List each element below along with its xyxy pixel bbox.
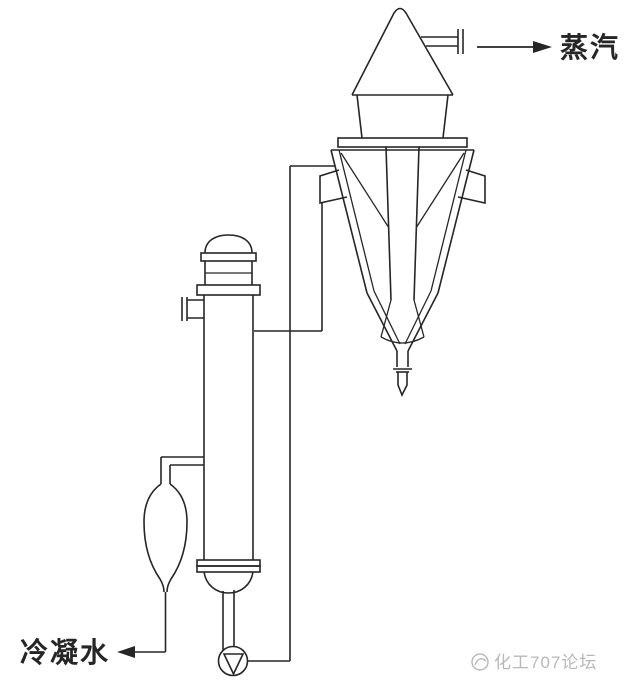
- separator-bottom-cone-right-inner: [404, 290, 432, 345]
- steam-flow-arrow: [477, 41, 552, 53]
- condensate-pot: [135, 483, 188, 653]
- separator-flange: [337, 137, 468, 148]
- circulation-pump: [217, 645, 249, 677]
- separator-inner-cone-left: [340, 152, 390, 229]
- steam-label: 蒸汽: [560, 32, 620, 63]
- column-bottom-flange-upper: [196, 559, 261, 567]
- condensate-drain-pipe: [160, 456, 204, 484]
- watermark-text: 化工707论坛: [494, 653, 597, 672]
- separator-center-funnel-left: [385, 146, 392, 301]
- column-bottom-flange-lower: [196, 565, 261, 573]
- separator-funnel-flare-arc: [380, 336, 425, 344]
- watermark-logo-icon: [471, 653, 489, 671]
- steam-arrow-head-icon: [533, 41, 552, 53]
- column-top-dome: [204, 234, 253, 254]
- separator-wall-left-outer: [330, 149, 368, 294]
- separator-neck-left: [356, 94, 363, 139]
- circulation-pipe-lower: [254, 203, 323, 332]
- separator-wall-right-inner: [430, 149, 467, 292]
- support-bracket-left: [319, 169, 348, 204]
- support-bracket-right: [457, 169, 486, 204]
- condensate-arrow-head-icon: [117, 646, 135, 658]
- product-outlet-tip: [397, 372, 408, 397]
- pump-impeller-icon: [222, 653, 245, 676]
- watermark-logo-swirl-icon: [474, 658, 487, 666]
- column-bottom-head: [203, 571, 254, 594]
- separator-inner-cone-right: [415, 152, 465, 229]
- pot-body-right: [166, 483, 188, 593]
- separator-funnel-flare-right: [413, 299, 425, 338]
- heater-column: [181, 234, 261, 650]
- separator-top-cone: [351, 7, 454, 96]
- pot-body-left: [143, 483, 165, 593]
- separator-wall-right-outer: [437, 149, 475, 294]
- separator-bottom-cone-right: [407, 292, 439, 352]
- condensate-label: 冷凝水: [20, 637, 110, 668]
- separator-funnel-flare-left: [380, 299, 392, 338]
- circulation-pipe-upper: [247, 165, 335, 662]
- steam-outlet-nozzle: [421, 29, 464, 54]
- separator-wall-left-inner: [338, 149, 375, 292]
- column-upper-flange: [200, 252, 257, 262]
- separator-bottom-cone-left-inner: [373, 290, 401, 345]
- separator-neck-right: [442, 94, 449, 139]
- watermark: 化工707论坛: [471, 653, 597, 672]
- condensate-flow-arrow: [117, 646, 135, 658]
- separator-center-funnel-right: [413, 146, 420, 301]
- separator-vessel: [319, 7, 486, 397]
- pump-casing-circle: [217, 645, 249, 677]
- separator-bottom-cone-left: [366, 292, 398, 352]
- column-wide-flange: [196, 284, 261, 296]
